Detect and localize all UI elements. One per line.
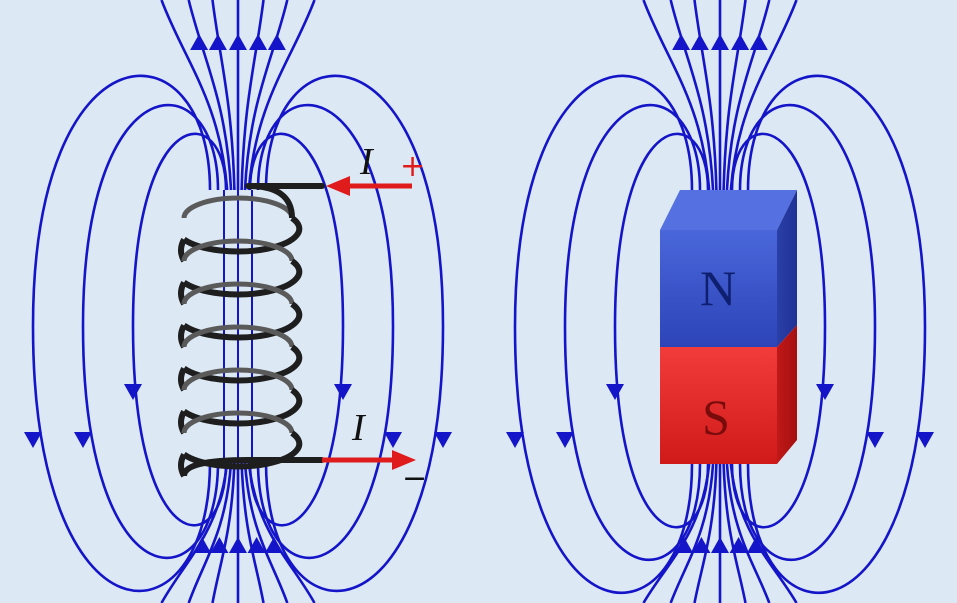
- field-line: [746, 74, 927, 595]
- field-line-arrow-icon: [916, 432, 934, 448]
- north-pole-label: N: [700, 260, 736, 316]
- field-line: [693, 0, 718, 191]
- magnet-north-side: [777, 190, 797, 347]
- current-in-arrow: [326, 176, 412, 196]
- field-line-arrow-icon: [675, 537, 694, 553]
- field-line: [513, 74, 694, 595]
- field-line: [256, 103, 395, 560]
- coil-turn-back: [181, 238, 295, 262]
- field-line-arrow-icon: [74, 432, 92, 448]
- coil-turn-back: [181, 281, 295, 305]
- field-line-arrow-icon: [124, 384, 142, 400]
- field-line-arrow-icon: [247, 537, 266, 553]
- field-line-arrow-icon: [210, 537, 229, 553]
- field-line: [187, 0, 233, 191]
- field-line: [211, 461, 236, 603]
- field-line: [669, 463, 715, 603]
- field-line: [248, 132, 345, 527]
- field-line: [211, 0, 236, 191]
- field-line: [730, 132, 827, 529]
- coil-turn-back: [181, 367, 295, 391]
- field-line: [243, 461, 289, 603]
- field-line: [264, 74, 445, 593]
- current-in-sign: +: [400, 149, 425, 184]
- field-line-arrow-icon: [208, 34, 227, 50]
- magnet-top-face: [660, 190, 797, 230]
- field-line: [160, 0, 229, 191]
- field-line: [738, 103, 877, 562]
- field-line-arrow-icon: [711, 537, 729, 553]
- field-line-arrow-icon: [434, 432, 452, 448]
- field-line: [729, 463, 798, 603]
- field-line: [240, 461, 265, 603]
- current-in-label: I: [359, 141, 375, 183]
- field-line-arrow-icon: [229, 537, 247, 553]
- current-arrow-icon: [392, 450, 416, 470]
- field-line-arrow-icon: [692, 537, 711, 553]
- field-line-arrow-icon: [24, 432, 42, 448]
- magnet-south-pole: [660, 347, 777, 464]
- magnet-north-pole: [660, 230, 777, 347]
- coil-turn-back: [181, 195, 295, 219]
- magnet-field-lines: [506, 0, 934, 603]
- field-line-arrow-icon: [190, 34, 209, 50]
- field-line-arrow-icon: [334, 384, 352, 400]
- field-line-arrow-icon: [229, 34, 247, 50]
- field-line: [642, 0, 711, 191]
- field-line: [31, 74, 212, 593]
- south-pole-label: S: [702, 389, 730, 445]
- field-line: [563, 103, 702, 562]
- field-line-arrow-icon: [672, 34, 691, 50]
- magnet-south-side: [777, 325, 797, 464]
- coil-turn-back: [181, 324, 295, 348]
- field-line: [613, 132, 710, 529]
- current-arrow-icon: [326, 176, 350, 196]
- field-line: [187, 461, 233, 603]
- field-line-arrow-icon: [249, 34, 268, 50]
- solenoid-leads: [245, 183, 325, 463]
- solenoid-coil: [178, 183, 303, 478]
- field-line: [243, 0, 289, 191]
- field-line-arrow-icon: [506, 432, 524, 448]
- field-line-arrow-icon: [711, 34, 729, 50]
- field-line: [725, 463, 771, 603]
- field-line-arrow-icon: [729, 537, 748, 553]
- field-line: [722, 463, 747, 603]
- field-line: [247, 461, 316, 603]
- field-line-arrow-icon: [267, 34, 286, 50]
- field-line-arrow-icon: [749, 34, 768, 50]
- field-line: [669, 0, 715, 191]
- current-out-arrow: [322, 450, 416, 470]
- coil-turn-back: [181, 410, 295, 434]
- current-out-sign: −: [402, 461, 427, 496]
- field-line: [240, 0, 265, 191]
- field-line-arrow-icon: [384, 432, 402, 448]
- field-line: [247, 0, 316, 191]
- field-line-arrow-icon: [816, 384, 834, 400]
- field-line: [81, 103, 220, 560]
- field-line: [131, 132, 228, 527]
- field-line-arrow-icon: [606, 384, 624, 400]
- field-line: [729, 0, 798, 191]
- field-line-arrow-icon: [866, 432, 884, 448]
- bar-magnet: N S: [660, 190, 797, 464]
- field-line-arrow-icon: [193, 537, 212, 553]
- field-line-arrow-icon: [731, 34, 750, 50]
- solenoid-field-lines: [24, 0, 452, 603]
- current-out-label: I: [351, 407, 367, 449]
- field-line: [722, 0, 747, 191]
- field-line: [693, 463, 718, 603]
- field-line: [725, 0, 771, 191]
- coil-bottom-end: [181, 457, 249, 477]
- field-line-arrow-icon: [556, 432, 574, 448]
- field-line-arrow-icon: [690, 34, 709, 50]
